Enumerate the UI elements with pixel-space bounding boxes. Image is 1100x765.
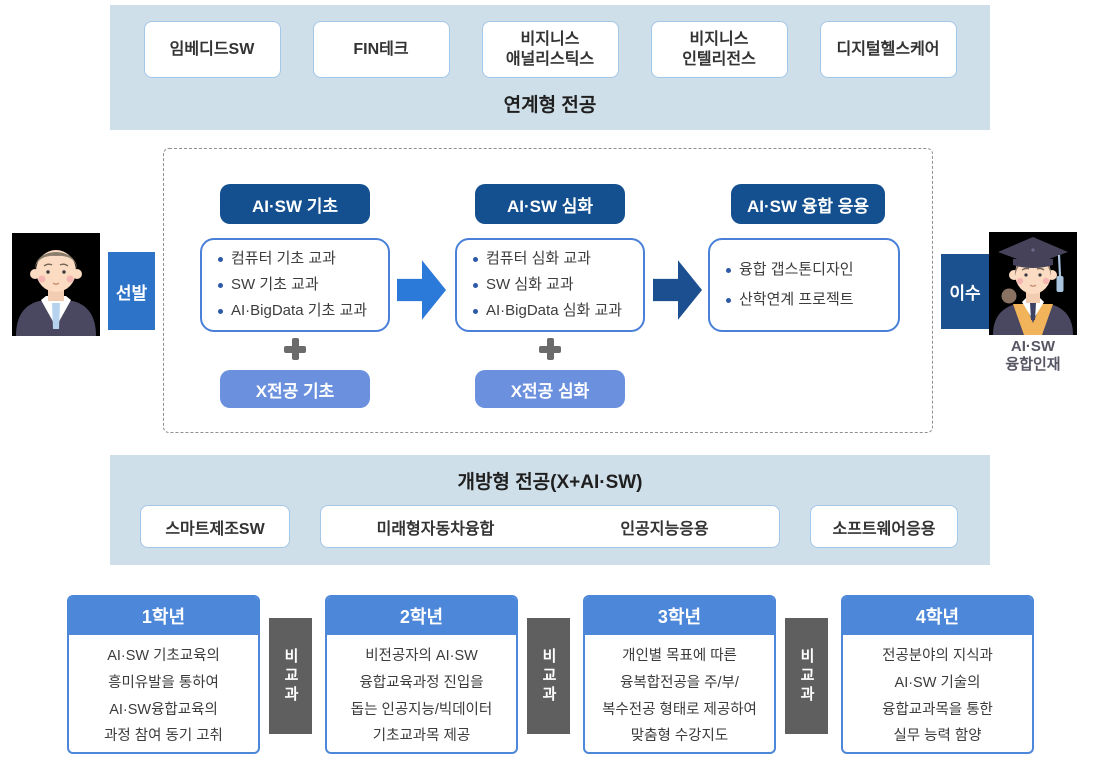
bullet-icon <box>218 282 223 288</box>
completion-badge: 이수 <box>941 254 989 329</box>
open-major-future-vehicle: 미래형자동차융합 <box>376 520 495 538</box>
plus-icon <box>284 338 306 360</box>
x-major-advanced: X전공 심화 <box>475 370 625 408</box>
stage-title-ai-sw-convergence: AI·SW 융합 응용 <box>731 184 885 224</box>
curriculum-flow-frame <box>163 148 933 433</box>
course-item: SW 심화 교과 <box>473 272 643 298</box>
linked-major-digital-healthcare: 디지털헬스케어 <box>819 21 957 78</box>
bullet-icon <box>218 308 223 314</box>
student-avatar <box>12 233 100 336</box>
open-majors-band: 개방형 전공(X+AI·SW) 스마트제조SW 미래형자동차융합 인공지능응용 … <box>110 455 990 565</box>
graduate-caption: AI·SW 융합인재 <box>1005 338 1061 374</box>
year-3-label: 3학년 <box>585 597 774 635</box>
linked-majors-band: 임베디드SW FIN테크 비지니스 애널리스틱스 비지니스 인텔리전스 디지털헬… <box>110 5 990 130</box>
year-1-card: 1학년 AI·SW 기초교육의 흥미유발을 통하여 AI·SW융합교육의 과정 … <box>67 595 260 754</box>
open-major-smart-manufacturing-sw: 스마트제조SW <box>140 505 290 548</box>
course-list-basic: 컴퓨터 기초 교과 SW 기초 교과 AI·BigData 기초 교과 <box>200 238 390 332</box>
course-list-advanced: 컴퓨터 심화 교과 SW 심화 교과 AI·BigData 심화 교과 <box>455 238 645 332</box>
linked-major-business-intelligence: 비지니스 인텔리전스 <box>650 21 788 78</box>
linked-major-business-analytics: 비지니스 애널리스틱스 <box>481 21 619 78</box>
year-3-card: 3학년 개인별 목표에 따른 융복합전공을 주/부/ 복수전공 형태로 제공하여… <box>583 595 776 754</box>
student-illustration <box>12 233 100 336</box>
year-2-label: 2학년 <box>327 597 516 635</box>
year-4-label: 4학년 <box>843 597 1032 635</box>
open-major-ai-application: 인공지능응용 <box>620 520 709 538</box>
bullet-icon <box>726 297 731 303</box>
course-item: AI·BigData 기초 교과 <box>218 298 388 324</box>
graduate-illustration <box>989 232 1077 335</box>
bullet-icon <box>473 256 478 262</box>
course-item: 컴퓨터 심화 교과 <box>473 246 643 272</box>
year-1-label: 1학년 <box>69 597 258 635</box>
x-major-basic: X전공 기초 <box>220 370 370 408</box>
open-majors-title: 개방형 전공(X+AI·SW) <box>457 472 643 493</box>
year-3-description: 개인별 목표에 따른 융복합전공을 주/부/ 복수전공 형태로 제공하여 맞춤형… <box>602 648 757 745</box>
year-2-card: 2학년 비전공자의 AI·SW 융합교육과정 진입을 돕는 인공지능/빅데이터 … <box>325 595 518 754</box>
bullet-icon <box>473 308 478 314</box>
year-4-description: 전공분야의 지식과 AI·SW 기술의 융합교과목을 통한 실무 능력 함양 <box>882 648 993 745</box>
stage-title-ai-sw-basic: AI·SW 기초 <box>220 184 370 224</box>
entry-badge: 선발 <box>108 252 155 330</box>
stage-title-ai-sw-advanced: AI·SW 심화 <box>475 184 625 224</box>
year-4-card: 4학년 전공분야의 지식과 AI·SW 기술의 융합교과목을 통한 실무 능력 … <box>841 595 1034 754</box>
extracurricular-separator: 비교과 <box>527 618 570 734</box>
course-item: AI·BigData 심화 교과 <box>473 298 643 324</box>
year-2-description: 비전공자의 AI·SW 융합교육과정 진입을 돕는 인공지능/빅데이터 기초교과… <box>350 648 493 745</box>
bullet-icon <box>218 256 223 262</box>
course-item: 컴퓨터 기초 교과 <box>218 246 388 272</box>
extracurricular-separator: 비교과 <box>785 618 828 734</box>
course-item: 융합 갭스톤디자인 <box>726 257 898 283</box>
plus-icon <box>539 338 561 360</box>
bullet-icon <box>726 267 731 273</box>
graduate-avatar <box>989 232 1077 335</box>
linked-major-fintech: FIN테크 <box>312 21 450 78</box>
linked-major-embedded-sw: 임베디드SW <box>143 21 281 78</box>
bullet-icon <box>473 282 478 288</box>
linked-majors-list: 임베디드SW FIN테크 비지니스 애널리스틱스 비지니스 인텔리전스 디지털헬… <box>110 5 990 78</box>
course-list-convergence: 융합 갭스톤디자인 산학연계 프로젝트 <box>708 238 900 332</box>
course-item: SW 기초 교과 <box>218 272 388 298</box>
open-major-software-application: 소프트웨어응용 <box>810 505 958 548</box>
year-1-description: AI·SW 기초교육의 흥미유발을 통하여 AI·SW융합교육의 과정 참여 동… <box>104 648 223 745</box>
open-major-wide-box: 미래형자동차융합 인공지능응용 <box>320 505 780 548</box>
linked-majors-title: 연계형 전공 <box>503 95 597 116</box>
course-item: 산학연계 프로젝트 <box>726 287 898 313</box>
extracurricular-separator: 비교과 <box>269 618 312 734</box>
